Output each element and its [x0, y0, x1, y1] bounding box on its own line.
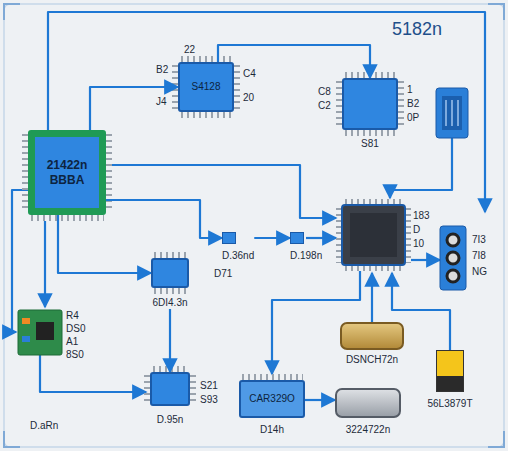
wire — [306, 237, 336, 239]
part-label: D.95n — [157, 414, 184, 426]
pin-label: 22 — [184, 44, 195, 56]
processor-die — [350, 213, 397, 257]
signal-arrow — [218, 45, 370, 78]
pin-label: R4 — [66, 310, 79, 322]
part-label: CAR329O — [249, 393, 295, 405]
circuit-board-body: 21422nBBBA — [28, 130, 106, 215]
pin-label: C4 — [243, 68, 256, 80]
component — [22, 336, 30, 342]
pin-label: B2 — [407, 98, 419, 110]
pin-label: D — [413, 224, 420, 236]
ic-chip: S4128 — [178, 62, 234, 112]
wire — [390, 138, 452, 198]
part-label: S81 — [361, 138, 379, 150]
pin-label: 7I8 — [472, 250, 486, 262]
pin-label: J4 — [156, 96, 167, 108]
title: 5182n — [392, 18, 442, 40]
pin-label: C8 — [318, 86, 331, 98]
circuit-board: 21422nBBBA — [28, 130, 106, 215]
connector-socket — [442, 96, 462, 130]
part-label: 56L3879T — [427, 398, 472, 410]
wire — [48, 12, 485, 212]
component — [36, 322, 54, 340]
ic-chip-body: S4128 — [178, 62, 234, 112]
board-pins — [31, 215, 104, 221]
ic-chip: S81 — [342, 78, 398, 150]
wire — [371, 273, 373, 322]
pin-label: B2 — [156, 64, 168, 76]
pin-label: 1 — [407, 84, 413, 96]
connector-contacts — [446, 100, 458, 126]
pin-label: S93 — [200, 394, 218, 406]
component — [22, 318, 30, 324]
frame-corner — [4, 4, 504, 447]
connector — [436, 88, 468, 138]
pin-label: DS0 — [66, 323, 85, 335]
pin-label: 183 — [413, 210, 430, 222]
pin-label: 8S0 — [66, 349, 84, 361]
ic-chip-body — [150, 372, 190, 406]
wire — [106, 165, 336, 218]
part-label: 6DI4.3n — [152, 297, 187, 309]
pin-label: NG — [472, 266, 487, 278]
jack-connector — [440, 226, 466, 290]
ic-chip-body — [151, 258, 189, 288]
frame — [4, 4, 504, 447]
small-component-body — [222, 232, 236, 244]
terminal-block: 56L3879T — [427, 350, 472, 410]
ic-chip: D.95n — [150, 372, 190, 426]
signal-arrow — [106, 200, 222, 238]
pin-label: 0P — [407, 112, 419, 124]
pin-label: A1 — [66, 336, 78, 348]
pin-label: D71 — [214, 268, 232, 280]
small-component-body — [290, 232, 304, 244]
signal-arrow — [58, 215, 151, 273]
signal-arrow — [90, 87, 178, 130]
pin-label: D.aRn — [30, 420, 58, 432]
part-label: D.36nd — [222, 250, 254, 262]
ic-chip: CAR329O D14h — [239, 380, 305, 436]
pin-label: S21 — [200, 380, 218, 392]
pin-label: 20 — [243, 92, 254, 104]
dsub-connector-body — [335, 388, 401, 418]
processor-chip — [342, 205, 405, 265]
pin-label: 10 — [413, 238, 424, 250]
jack-socket — [447, 270, 459, 282]
part-label: 3224722n — [346, 424, 391, 436]
wire — [411, 259, 440, 261]
small-component: D.198n — [290, 232, 322, 262]
dsub-connector: DSNCH72n — [340, 322, 404, 366]
ic-chip-body — [342, 78, 398, 130]
part-label: BBBA — [50, 173, 85, 188]
part-label: 21422n — [47, 158, 88, 173]
small-board — [18, 310, 62, 355]
wire — [44, 221, 46, 307]
wire — [40, 355, 146, 392]
part-label: S4128 — [192, 81, 221, 93]
dsub-connector-body — [340, 322, 404, 350]
ic-chip-body: CAR329O — [239, 380, 305, 418]
pin-label: 7I3 — [472, 234, 486, 246]
signal-arrow — [254, 237, 290, 239]
terminal-block-body — [436, 350, 464, 392]
jack-socket — [447, 234, 459, 246]
dsub-connector: 3224722n — [335, 388, 401, 436]
ic-chip: 6DI4.3n — [151, 258, 189, 309]
signal-arrow — [305, 399, 335, 401]
pin-label: C2 — [318, 100, 331, 112]
part-label: D.198n — [290, 250, 322, 262]
part-label: D14h — [260, 424, 284, 436]
part-label: DSNCH72n — [346, 354, 398, 366]
small-component: D.36nd — [222, 232, 254, 262]
jack-socket — [447, 252, 459, 264]
signal-arrow — [169, 309, 171, 372]
